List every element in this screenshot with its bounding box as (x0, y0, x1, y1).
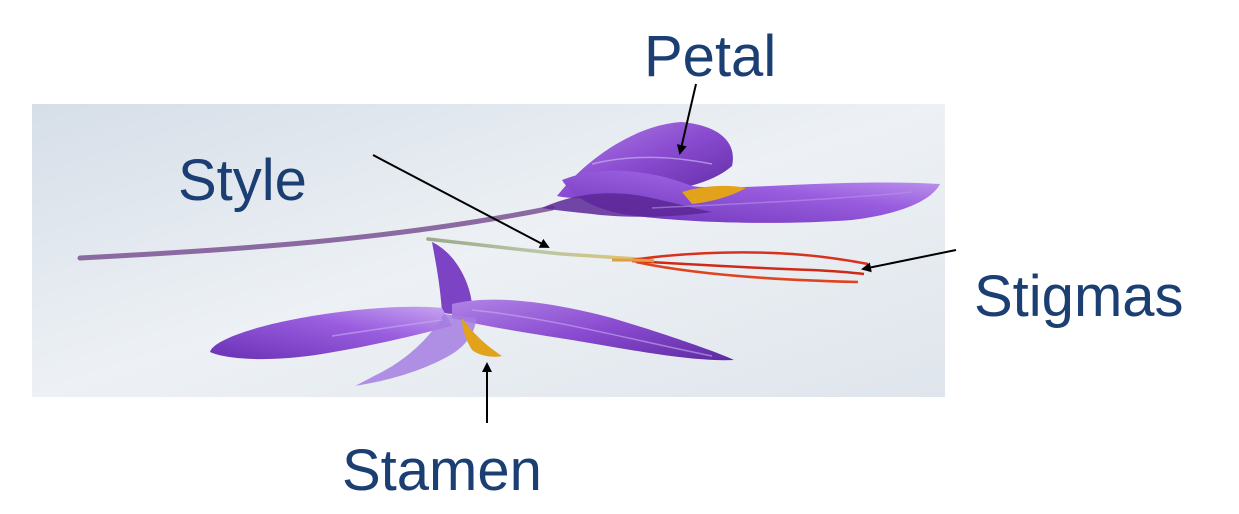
stamen-label: Stamen (342, 442, 542, 500)
style-label: Style (178, 152, 307, 210)
petal-label: Petal (644, 28, 776, 86)
crocus-flower-photo (32, 104, 945, 397)
stigmas-label: Stigmas (974, 268, 1184, 326)
